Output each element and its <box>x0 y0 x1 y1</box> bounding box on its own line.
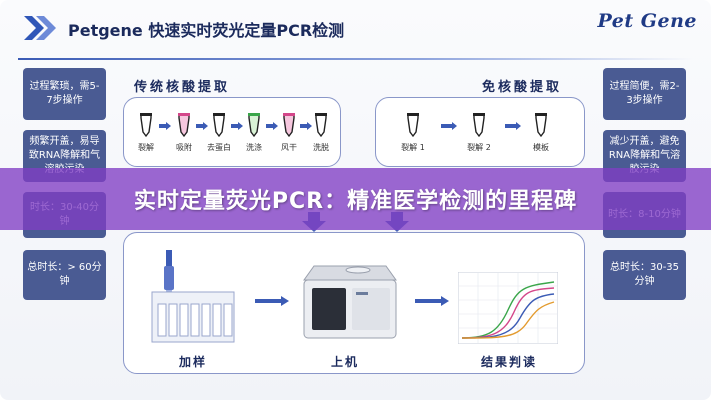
banner-text: 实时定量荧光PCR：精准医学检测的里程碑 <box>133 189 578 214</box>
tube-icon <box>407 113 419 138</box>
step-deprotein: 去蛋白 <box>207 112 231 156</box>
left-card-steps: 过程繁琐，需5-7步操作 <box>23 68 106 120</box>
step-lysis-1: 裂解 1 <box>401 112 425 156</box>
left-card-total: 总时长：> 60分钟 <box>23 250 106 300</box>
step-wash: 洗涤 <box>246 112 262 156</box>
arrow-right-icon <box>196 122 208 130</box>
traditional-panel-title: 传统核酸提取 <box>134 80 231 95</box>
step-adsorb: 吸附 <box>176 112 192 156</box>
step-template: 模板 <box>533 112 549 156</box>
arrow-right-icon <box>300 122 312 130</box>
tube-icon <box>283 113 295 138</box>
title-banner: 实时定量荧光PCR：精准医学检测的里程碑 <box>0 168 711 230</box>
traditional-extraction-panel <box>123 97 341 167</box>
arrow-right-icon <box>255 296 289 306</box>
step-dry: 风干 <box>281 112 297 156</box>
step-lysis-2: 裂解 2 <box>467 112 491 156</box>
label-run-instrument: 上机 <box>331 355 360 369</box>
arrow-right-icon <box>505 122 521 130</box>
tube-icon <box>248 113 260 138</box>
step-lysis: 裂解 <box>138 112 154 156</box>
arrow-right-icon <box>266 122 278 130</box>
arrow-right-icon <box>159 122 171 130</box>
tube-icon <box>213 113 225 138</box>
brand-logo: Pet Gene <box>597 10 697 32</box>
pcr-instrument-illustration <box>303 265 397 339</box>
right-card-steps: 过程简便，需2-3步操作 <box>603 68 686 120</box>
tube-icon <box>140 113 152 138</box>
arrow-right-icon <box>231 122 243 130</box>
arrow-right-icon <box>415 296 449 306</box>
header-divider <box>18 58 693 60</box>
free-panel-title: 免核酸提取 <box>482 80 563 95</box>
page-title: Petgene 快速实时荧光定量PCR检测 <box>68 21 345 40</box>
arrow-right-icon <box>441 122 457 130</box>
tube-icon <box>315 113 327 138</box>
amplification-curve-illustration <box>458 272 558 344</box>
right-card-total: 总时长：30-35分钟 <box>603 250 686 300</box>
tube-icon <box>535 113 547 138</box>
label-sample-loading: 加样 <box>179 355 208 369</box>
tube-icon <box>473 113 485 138</box>
label-result-reading: 结果判读 <box>481 355 538 369</box>
step-elute: 洗脱 <box>313 112 329 156</box>
pipette-plate-illustration <box>151 250 235 343</box>
double-chevron-icon <box>24 16 56 40</box>
tube-icon <box>178 113 190 138</box>
